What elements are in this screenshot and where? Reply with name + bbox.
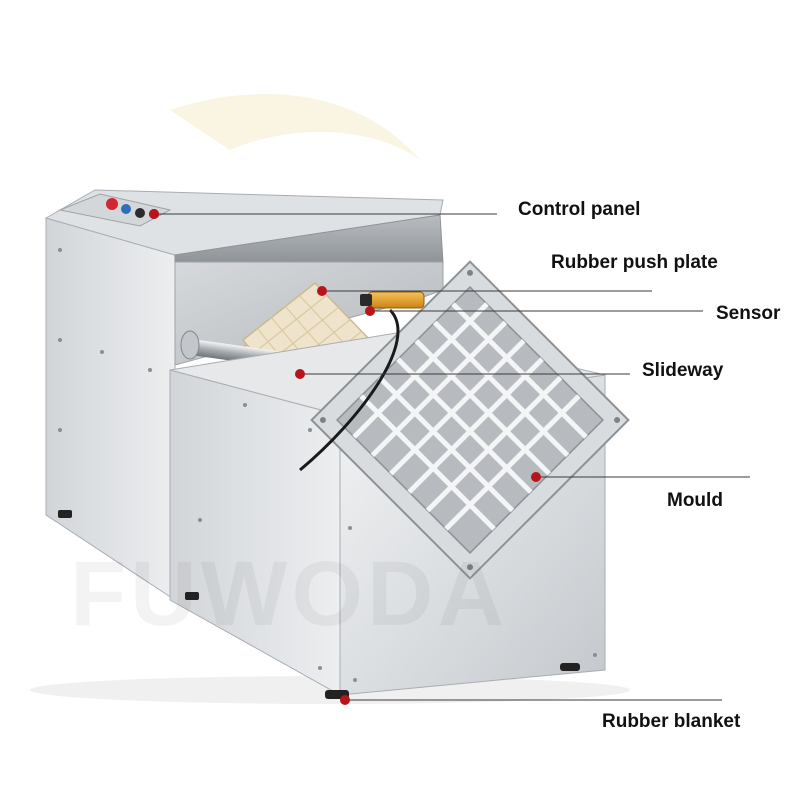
rear-housing xyxy=(44,189,444,601)
sensor-marker xyxy=(365,306,375,316)
slideway-marker xyxy=(295,369,305,379)
rubber-push-plate-marker xyxy=(317,286,327,296)
sensor-assembly xyxy=(299,291,425,472)
rubber-blanket-label: Rubber blanket xyxy=(602,711,741,732)
background-swoosh xyxy=(170,94,420,160)
rubber-blanket-marker xyxy=(340,695,350,705)
mould-frame xyxy=(310,260,630,580)
control-panel-marker xyxy=(149,209,159,219)
rubber-push-plate-label: Rubber push plate xyxy=(551,252,718,273)
control-panel-label: Control panel xyxy=(518,199,641,220)
watermark: FUWODA xyxy=(70,548,508,640)
sensor-label: Sensor xyxy=(716,303,781,324)
slideway-label: Slideway xyxy=(642,360,724,381)
mould-label: Mould xyxy=(667,490,723,511)
mould-marker xyxy=(531,472,541,482)
